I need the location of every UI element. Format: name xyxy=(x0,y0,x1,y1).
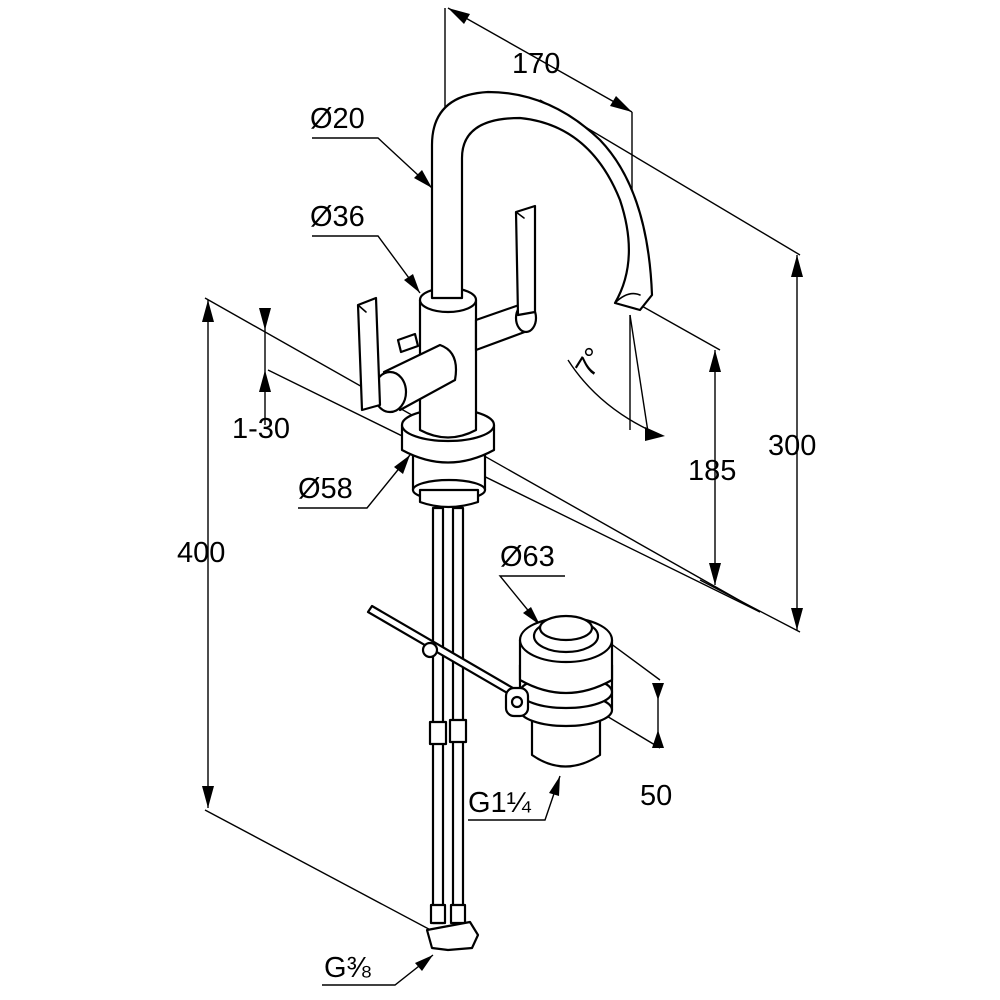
dim-total-height: 400 xyxy=(177,537,225,569)
dim-spout-diameter: Ø20 xyxy=(310,103,365,135)
dimension-lines xyxy=(202,7,803,986)
dim-outlet-height: 185 xyxy=(688,455,736,487)
dim-supply-thread: G⅜ xyxy=(324,952,372,984)
dim-deck-thickness: 1-30 xyxy=(232,413,290,445)
supply-hoses xyxy=(425,506,480,952)
waste-pull-rod xyxy=(366,604,527,703)
dim-base-diameter: Ø58 xyxy=(298,473,353,505)
dim-body-diameter: Ø36 xyxy=(310,201,365,233)
dim-spout-angle: 7° xyxy=(570,342,612,382)
faucet-body xyxy=(356,90,654,509)
dim-waste-thread: G1¼ xyxy=(468,787,532,819)
dim-waste-diameter: Ø63 xyxy=(500,541,555,573)
dim-spout-reach: 170 xyxy=(512,48,560,80)
dimension-labels: 170 Ø20 Ø36 1-30 Ø58 400 7° 185 300 Ø63 … xyxy=(177,48,816,984)
dim-overall-height: 300 xyxy=(768,430,816,462)
pop-up-waste xyxy=(504,614,614,768)
dim-waste-height: 50 xyxy=(640,780,672,812)
